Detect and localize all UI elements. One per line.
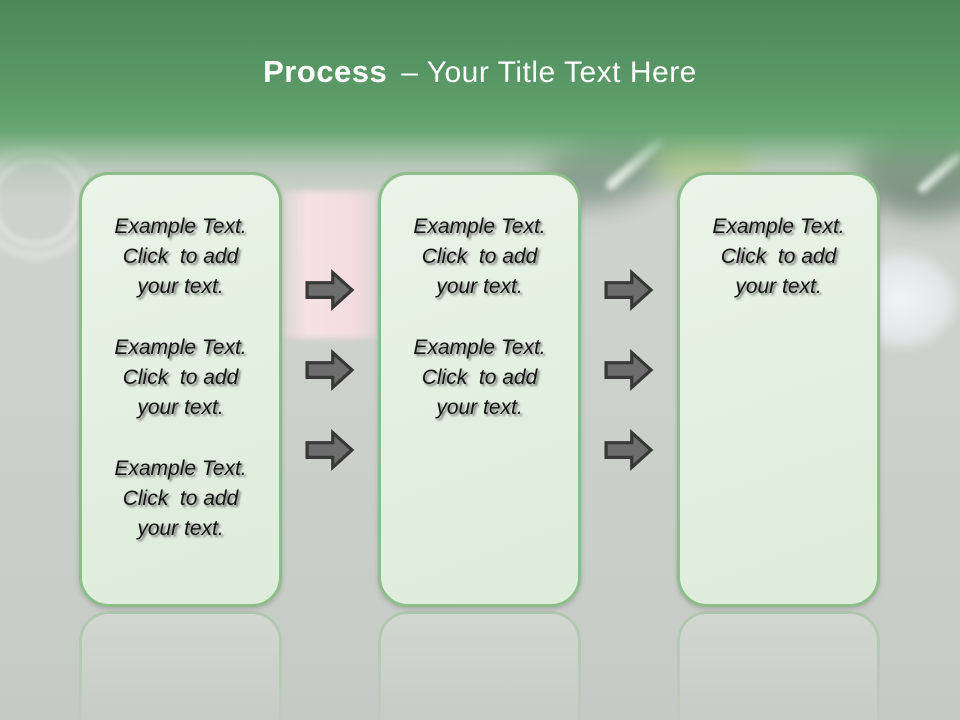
box-reflection [677, 611, 880, 720]
paragraph-line: Example Text. [712, 215, 845, 238]
paragraph-line: Example Text. [114, 457, 247, 480]
paragraph-line: your text. [436, 275, 523, 298]
title-placeholder-text: – Your Title Text Here [401, 56, 697, 89]
paragraph-line: Click to add [122, 366, 239, 389]
paragraph-line: Example Text. [114, 336, 247, 359]
paragraph-line: Click to add [421, 366, 538, 389]
arrow-right-icon [305, 268, 355, 312]
arrow-right-icon [604, 428, 654, 472]
box-paragraph: Example Text. Click to add your text. [381, 333, 578, 423]
box-paragraph: Example Text. Click to add your text. [680, 212, 877, 302]
paragraph-line: Example Text. [413, 336, 546, 359]
box-reflection [378, 611, 581, 720]
slide-title[interactable]: Process – Your Title Text Here [0, 54, 960, 90]
arrow-right-icon [604, 348, 654, 392]
paragraph-line: Click to add [421, 245, 538, 268]
paragraph-line: Click to add [122, 487, 239, 510]
paragraph-line: Example Text. [114, 215, 247, 238]
box-reflection [79, 611, 282, 720]
paragraph-line: your text. [137, 517, 224, 540]
arrow-right-icon [305, 348, 355, 392]
box-paragraph: Example Text. Click to add your text. [82, 454, 279, 544]
box-paragraph: Example Text. Click to add your text. [381, 212, 578, 302]
paragraph-line: your text. [735, 275, 822, 298]
process-box-1[interactable]: Example Text. Click to add your text. Ex… [79, 172, 282, 607]
box-paragraph: Example Text. Click to add your text. [82, 212, 279, 302]
paragraph-line: your text. [436, 396, 523, 419]
process-box-3[interactable]: Example Text. Click to add your text. [677, 172, 880, 607]
paragraph-line: Click to add [720, 245, 837, 268]
arrow-right-icon [604, 268, 654, 312]
arrow-column-1 [302, 268, 358, 508]
paragraph-line: Example Text. [413, 215, 546, 238]
title-keyword: Process [263, 54, 388, 89]
box-paragraph: Example Text. Click to add your text. [82, 333, 279, 423]
arrow-column-2 [601, 268, 657, 508]
paragraph-line: Click to add [122, 245, 239, 268]
arrow-right-icon [305, 428, 355, 472]
process-box-2[interactable]: Example Text. Click to add your text. Ex… [378, 172, 581, 607]
paragraph-line: your text. [137, 396, 224, 419]
paragraph-line: your text. [137, 275, 224, 298]
